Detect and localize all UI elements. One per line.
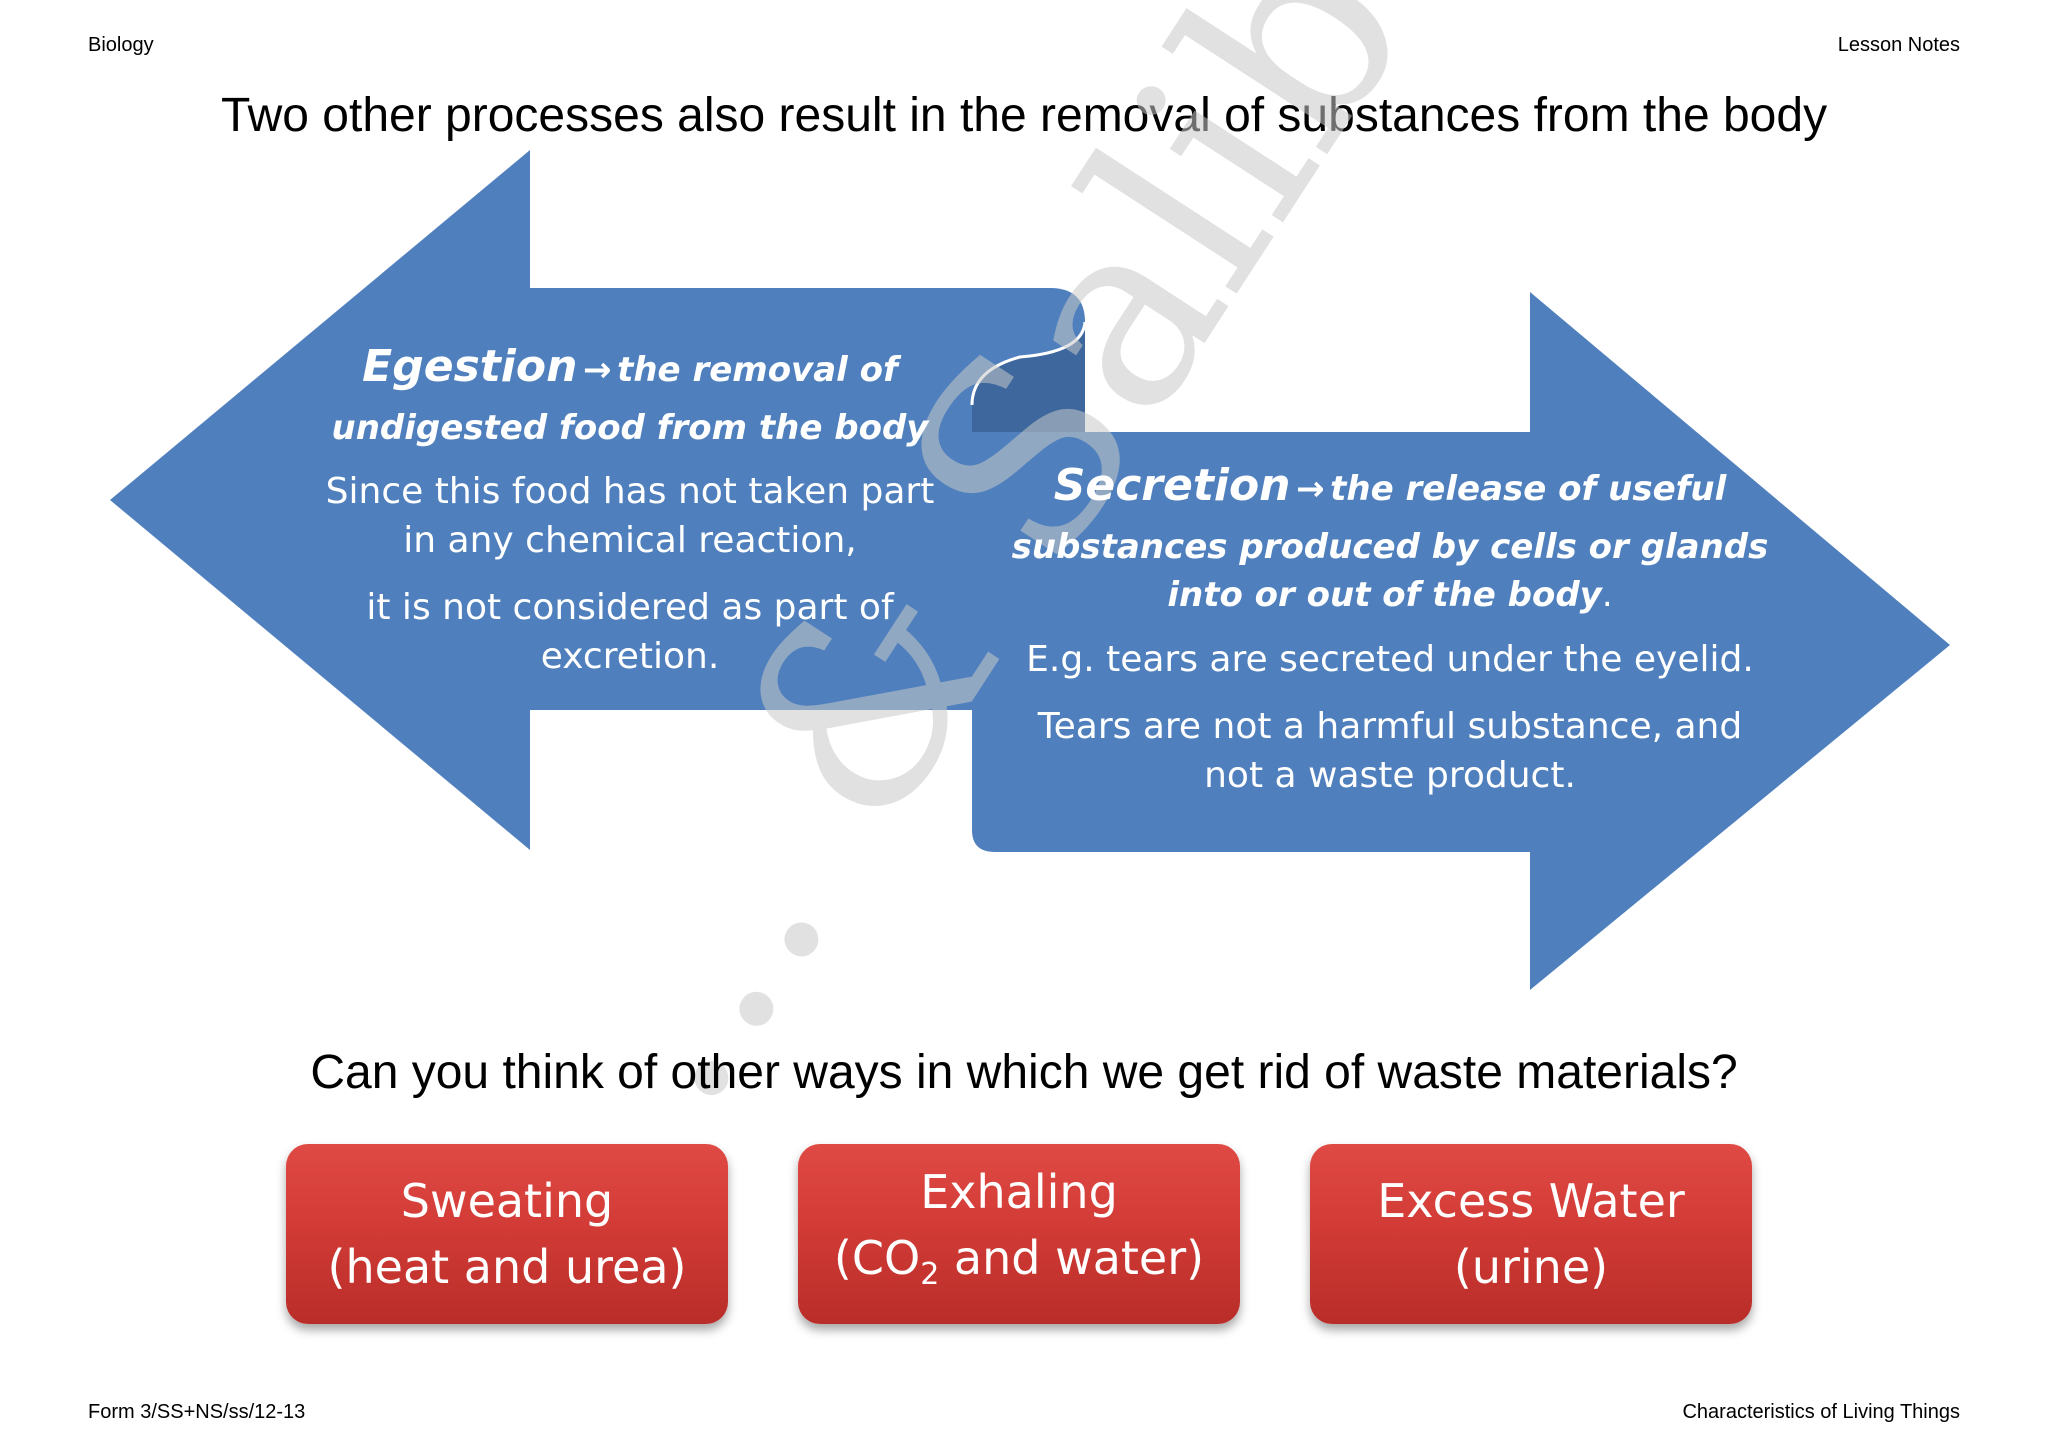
secretion-body-line3: not a waste product. <box>1204 755 1576 796</box>
excess-water-label: Excess Water <box>1377 1174 1685 1228</box>
egestion-term: Egestion <box>362 341 578 392</box>
egestion-body-line4: excretion. <box>540 636 720 677</box>
header-doc-type: Lesson Notes <box>1837 34 1960 56</box>
egestion-body-line2: in any chemical reaction, <box>403 520 857 561</box>
egestion-def-line2: undigested food from the body <box>331 408 929 448</box>
exhaling-detail: (CO2 and water) <box>833 1231 1205 1293</box>
secretion-def-line1: the release of useful <box>1330 469 1727 509</box>
egestion-body: Since this food has not taken part in an… <box>300 467 960 681</box>
secretion-arrow-symbol: → <box>1296 469 1325 509</box>
header-subject: Biology <box>88 34 154 56</box>
egestion-body-line3: it is not considered as part of <box>366 587 894 628</box>
secretion-def-line3: into or out of the body <box>1167 575 1602 615</box>
secretion-body-line2: Tears are not a harmful substance, and <box>1037 706 1743 747</box>
footer-code: Form 3/SS+NS/ss/12-13 <box>88 1401 306 1423</box>
excess-water-detail: (urine) <box>1453 1240 1609 1294</box>
footer-topic: Characteristics of Living Things <box>1682 1401 1960 1423</box>
question-text: Can you think of other ways in which we … <box>310 1046 1738 1099</box>
egestion-definition: Egestion → the removal of undigested foo… <box>300 340 960 453</box>
scroll-fold <box>972 322 1085 432</box>
secretion-term: Secretion <box>1053 460 1291 511</box>
egestion-arrow-symbol: → <box>583 350 612 390</box>
secretion-def-line2: substances produced by cells or glands <box>1011 527 1769 567</box>
egestion-arrow-shape <box>110 150 1085 850</box>
secretion-body-line1: E.g. tears are secreted under the eyelid… <box>1026 639 1754 680</box>
exhaling-button[interactable]: Exhaling (CO2 and water) <box>798 1144 1240 1324</box>
secretion-def-end: . <box>1601 575 1613 615</box>
sweating-label: Sweating <box>400 1174 614 1228</box>
egestion-def-line1: the removal of <box>617 350 898 390</box>
excess-water-button[interactable]: Excess Water (urine) <box>1310 1144 1752 1324</box>
page-title: Two other processes also result in the r… <box>220 89 1828 142</box>
secretion-arrow-shape <box>972 292 1950 990</box>
secretion-body: E.g. tears are secreted under the eyelid… <box>1010 635 1770 800</box>
sweating-detail: (heat and urea) <box>327 1240 687 1294</box>
sweating-button[interactable]: Sweating (heat and urea) <box>286 1144 728 1324</box>
exhaling-label: Exhaling <box>920 1165 1118 1220</box>
egestion-body-line1: Since this food has not taken part <box>325 471 935 512</box>
secretion-definition: Secretion → the release of useful substa… <box>1010 458 1770 619</box>
